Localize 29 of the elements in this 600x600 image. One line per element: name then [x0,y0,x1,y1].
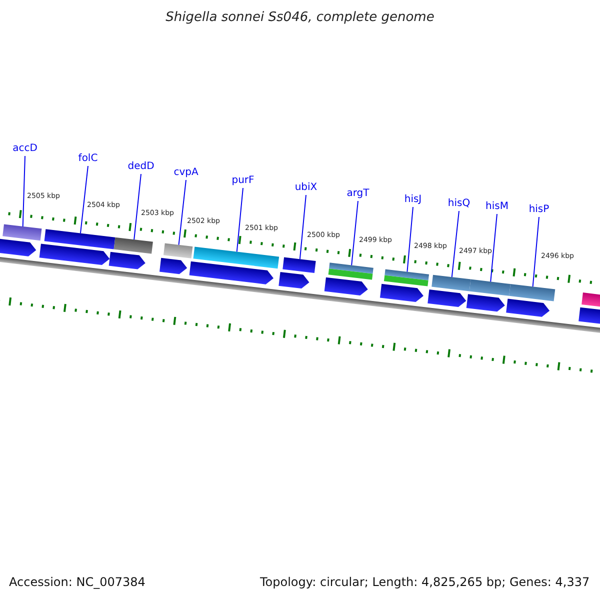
gene-feature [469,279,510,296]
gene-label: dedD [128,161,154,172]
gene-label: purF [232,175,254,186]
gene-label: hisM [486,201,508,212]
gene-feature [163,243,193,258]
gene-feature [384,269,430,286]
gene-feature [582,292,600,308]
leader-line [80,166,88,234]
gene-label: argT [346,188,370,199]
gene-label: ubiX [294,182,318,193]
gene-feature [2,224,42,241]
gene-label: folC [78,153,98,164]
genome-summary-text: Topology: circular; Length: 4,825,265 bp; Genes: 4,337 [260,575,590,589]
title: Shigella sonnei Ss046, complete genome [164,10,436,25]
gene-feature [509,284,556,302]
gene-label: cvpA [174,167,198,178]
gene-label: hisQ [448,198,470,209]
leader-line [490,214,498,282]
leader-line [134,174,142,240]
gene-label: hisJ [404,194,422,205]
leader-line [406,206,414,272]
gene-feature [328,262,374,280]
gene-label: hisP [528,204,550,215]
accession-text: Accession: NC_007384 [9,575,146,589]
gene-feature [282,257,316,273]
gene-feature [432,274,471,292]
leader-line [532,216,540,288]
leader-line [178,180,186,246]
gene-label: accD [12,143,38,154]
